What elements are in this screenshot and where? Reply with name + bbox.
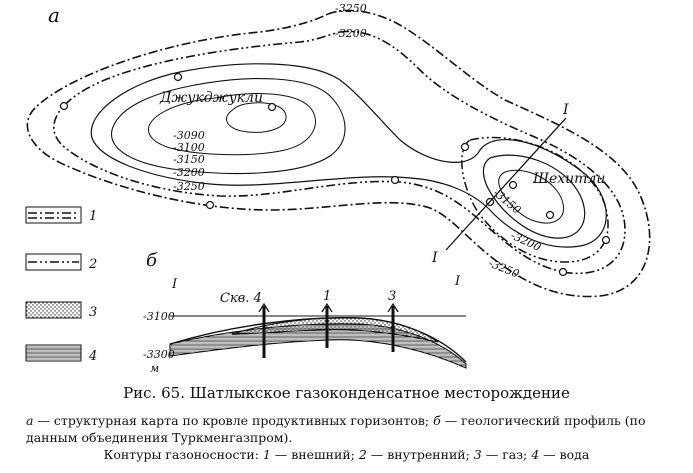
contour-label: -3200 — [335, 27, 367, 40]
contour-label: -3250 — [173, 180, 205, 193]
contour-3100 — [111, 78, 346, 175]
field-name-dzhukdzhukly: Джукджукли — [159, 90, 263, 106]
legend-number: 2 — [88, 257, 97, 272]
caption-text-a: — структурная карта по кровле продуктивн… — [33, 413, 434, 428]
well-marker — [59, 101, 69, 111]
contour-label: -3150 — [173, 153, 205, 166]
well-marker — [267, 102, 277, 112]
legend-number: 3 — [89, 305, 97, 320]
legend-swatch-1 — [25, 206, 82, 224]
contour-east-3150 — [482, 154, 586, 239]
depth-label-top: -3100 — [143, 310, 175, 323]
contour-label: -3200 — [509, 229, 543, 254]
contour-label: -3150 — [491, 186, 524, 216]
contour-label: -3250 — [335, 2, 367, 15]
contour-map — [26, 9, 651, 298]
legend-number: 1 — [89, 209, 97, 224]
contour-label: -3200 — [173, 166, 205, 179]
caption-contours-prefix: Контуры газоносности: — [103, 447, 263, 462]
caption-text-b: — геологический профиль (по данным объед… — [26, 413, 646, 445]
legend-swatch-4 — [25, 344, 82, 362]
well-marker — [205, 200, 215, 210]
map-wells — [59, 72, 611, 277]
well-marker — [460, 142, 470, 152]
well-label-4: Скв. 4 — [220, 291, 262, 306]
profile-marker-right: I — [454, 274, 461, 289]
well-marker — [508, 180, 518, 190]
profile-marker-left: I — [171, 277, 178, 292]
contour-outer-3250 — [26, 9, 651, 298]
contour-label: -3250 — [487, 257, 521, 281]
profile-panel-label: б — [146, 250, 158, 271]
profile-line — [445, 117, 567, 251]
depth-label-bottom: -3300 — [143, 348, 175, 361]
caption-contours: Контуры газоносности: 1 — внешний; 2 — в… — [103, 447, 590, 462]
contour-3150 — [90, 63, 607, 248]
figure-graphic: а I I Джукджукли Шехитли — [25, 2, 651, 375]
contour-east-inner — [498, 169, 564, 224]
well-marker — [173, 72, 183, 82]
caption-ref-b: б — [433, 413, 441, 428]
contour-east-3200 — [461, 136, 609, 263]
legend-swatch-3 — [25, 301, 82, 319]
contour-label: -3100 — [173, 141, 205, 154]
well-marker — [390, 175, 400, 185]
field-name-shekhitli: Шехитли — [532, 171, 605, 187]
legend: 1 2 3 4 — [25, 206, 97, 364]
contour-label: -3090 — [173, 129, 205, 142]
well-label-1: 1 — [323, 289, 331, 304]
depth-unit: м — [150, 362, 159, 375]
caption-ref-a: а — [26, 413, 34, 428]
contour-inner-west — [226, 102, 287, 133]
well-marker — [545, 210, 555, 220]
well-label-3: 3 — [388, 289, 396, 304]
well-marker — [601, 235, 611, 245]
geological-profile: б I I Скв. 4 1 3 -3100 -3300 м — [143, 250, 467, 375]
caption-title: Рис. 65. Шатлыкское газоконденсатное мес… — [123, 384, 570, 402]
contour-3090 — [148, 93, 317, 156]
profile-marker-bottom: I — [431, 250, 438, 266]
map-panel-label: а — [48, 3, 60, 27]
legend-number: 4 — [88, 349, 97, 364]
contour-3200 — [52, 30, 626, 275]
profile-marker-top: I — [562, 102, 569, 118]
well-marker — [558, 267, 568, 277]
caption-body: а — структурная карта по кровле продукти… — [26, 412, 676, 446]
